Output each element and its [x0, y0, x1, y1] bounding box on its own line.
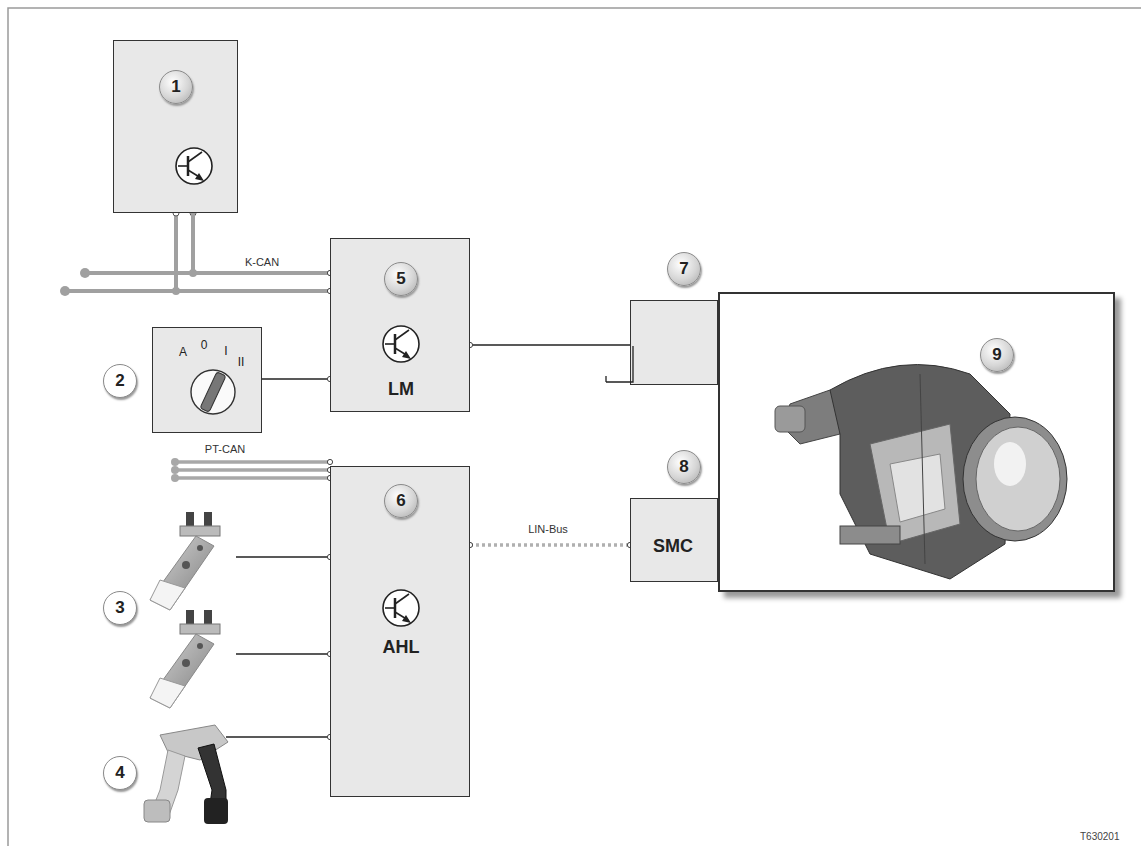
switch-position: A — [179, 345, 187, 359]
bus-name: LIN-Bus — [526, 523, 570, 535]
k-can-bus — [65, 213, 330, 291]
k-can-line — [193, 213, 330, 273]
wire — [470, 344, 630, 345]
callout-number: 9 — [980, 338, 1014, 372]
wire — [262, 378, 330, 379]
bus-dot — [171, 458, 179, 482]
bus-name: K-CAN — [243, 256, 281, 268]
control-box: 8SMC — [630, 498, 718, 582]
headlamp-module: 9 — [718, 292, 1115, 592]
control-box: 6AHL — [330, 466, 470, 797]
bus-name: PT-CAN — [203, 443, 247, 455]
ground-symbol — [631, 301, 719, 386]
pedal-assembly — [144, 725, 228, 824]
callout-number: 5 — [384, 262, 418, 296]
callout-number: 4 — [103, 756, 137, 790]
switch-position: 0 — [201, 338, 208, 352]
pt-can-bus — [175, 462, 330, 478]
callout-number: 7 — [667, 252, 701, 286]
callout-number: 6 — [384, 484, 418, 518]
headlamp-symbol — [720, 294, 1117, 594]
transistor-symbol — [114, 41, 239, 214]
sensor-wire — [226, 557, 330, 737]
callout-number: 1 — [159, 70, 193, 104]
callout-number: 3 — [103, 591, 137, 625]
control-box: 5LM — [330, 238, 470, 412]
switch-position: II — [238, 355, 245, 369]
switch-position: I — [224, 344, 227, 358]
unit-name: SMC — [653, 536, 693, 557]
control-box: 1 — [113, 40, 238, 213]
figure-code: T630201 — [1078, 831, 1121, 842]
callout-number: 8 — [667, 450, 701, 484]
pin-joint — [327, 459, 332, 464]
control-box: 7 — [630, 300, 718, 385]
callout-number: 2 — [103, 364, 137, 398]
unit-name: LM — [388, 379, 414, 400]
pedal-travel-sensor — [150, 512, 220, 708]
bus-dot — [60, 268, 197, 296]
switch-symbol — [153, 328, 263, 434]
lin-bus-line — [470, 543, 630, 547]
unit-name: AHL — [383, 637, 420, 658]
control-box: A0III — [152, 327, 262, 433]
frame-line — [8, 8, 1141, 846]
